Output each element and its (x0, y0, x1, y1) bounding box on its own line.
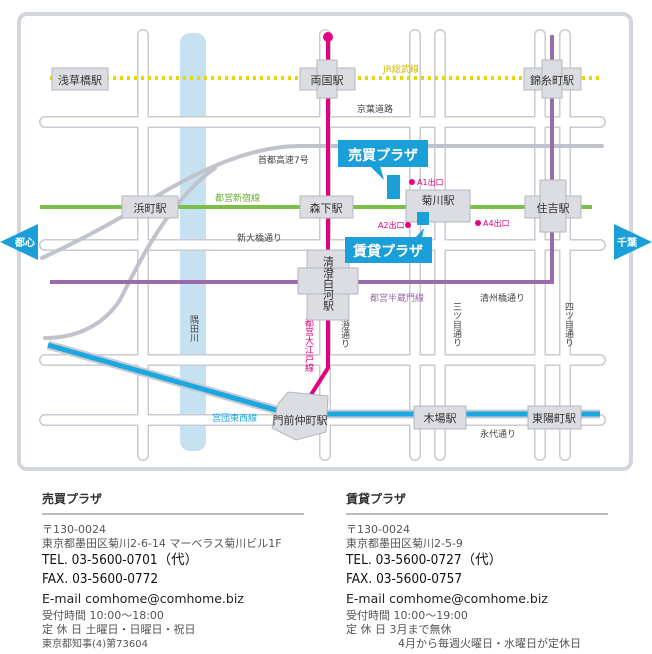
rental-building-icon (417, 212, 429, 225)
arrow-left-icon (0, 224, 38, 260)
zip: 〒130-0024 (42, 523, 106, 536)
sales-building-icon (387, 175, 400, 199)
fax: FAX. 03-5600-0772 (42, 571, 159, 587)
expressway-label: 首都高速7号 (258, 154, 309, 166)
holiday: 定 休 日 3月まで無休 (346, 623, 452, 636)
zip: 〒130-0024 (346, 523, 410, 536)
river-label: 隅田川 (188, 315, 199, 342)
license: 東京都知事(4)第73604 (42, 639, 148, 650)
exit-a2: A2出口 (378, 220, 405, 230)
station-morishita: 森下駅 (310, 201, 343, 215)
road-yotsume: 四ツ目通り (563, 302, 574, 347)
station-kiyosumishirakawa: 清澄白河駅 (322, 256, 335, 312)
sales-office-info: 売買プラザ 〒130-0024 東京都墨田区菊川2-6-14 マーベラス菊川ビル… (42, 490, 322, 653)
hours: 受付時間 10:00～18:00 (42, 609, 164, 622)
station-ryogoku: 両国駅 (311, 74, 344, 87)
sales-callout-label: 売買プラザ (348, 147, 418, 164)
shinjuku-line-label: 都営新宿線 (215, 192, 260, 204)
direction-left: 都心 (14, 236, 35, 249)
address: 東京都墨田区菊川2-6-14 マーベラス菊川ビル1F (42, 537, 282, 550)
hanzomon-line (50, 35, 554, 284)
direction-right: 千葉 (617, 236, 638, 249)
holiday: 定 休 日 土曜日・日曜日・祝日 (42, 623, 196, 636)
road-keiyo: 京葉道路 (357, 103, 393, 115)
rental-office-info: 賃貸プラザ 〒130-0024 東京都墨田区菊川2-5-9 TEL. 03-56… (346, 490, 626, 651)
station-toyocho: 東陽町駅 (532, 412, 576, 425)
tel: TEL. 03-5600-0727（代） (346, 552, 503, 568)
tozai-line-label: 営団東西線 (212, 412, 257, 424)
road-shinohashi: 新大橋通り (237, 232, 282, 244)
exit-a4: A4出口 (483, 218, 510, 228)
station-hamacho: 浜町駅 (134, 202, 167, 215)
oedo-line-label: 都営大江戸線 (303, 318, 314, 372)
access-map: JR総武線 都営新宿線 都営半蔵門線 営団東西線 首都高速7号 京葉道路 新大橋… (0, 12, 652, 471)
road-eitai: 永代通り (480, 428, 516, 440)
exit-a1: A1出口 (417, 177, 444, 187)
station-kinshicho: 錦糸町駅 (530, 73, 574, 87)
holiday-note: 4月から毎週火曜日・水曜日が定休日 (398, 637, 581, 650)
office-title: 売買プラザ (42, 490, 304, 515)
rental-callout-label: 賃貸プラザ (352, 243, 423, 260)
road-kiyosumi: 清澄通り (339, 311, 350, 348)
road-mitsume: 三ツ目通り (451, 302, 462, 347)
station-monzennakacho: 門前仲町駅 (273, 413, 328, 427)
station-asakusabashi: 浅草橋駅 (58, 73, 102, 87)
station-kikukawa: 菊川駅 (422, 194, 455, 207)
station-kiba: 木場駅 (424, 412, 457, 425)
hours: 受付時間 10:00～19:00 (346, 609, 468, 622)
hanzomon-line-label: 都営半蔵門線 (370, 292, 424, 304)
tel: TEL. 03-5600-0701（代） (42, 552, 199, 568)
arrow-right-icon (614, 224, 652, 260)
jr-line-label: JR総武線 (382, 63, 419, 75)
fax: FAX. 03-5600-0757 (346, 571, 463, 587)
email[interactable]: E-mail comhome@comhome.biz (42, 591, 244, 606)
office-title: 賃貸プラザ (346, 490, 608, 515)
rental-callout (345, 237, 432, 263)
sales-callout (338, 140, 428, 167)
email[interactable]: E-mail comhome@comhome.biz (346, 591, 548, 606)
address: 東京都墨田区菊川2-5-9 (346, 537, 463, 550)
road-kiyosubashi: 清州橋通り (480, 292, 525, 304)
station-sumiyoshi: 住吉駅 (537, 201, 570, 215)
